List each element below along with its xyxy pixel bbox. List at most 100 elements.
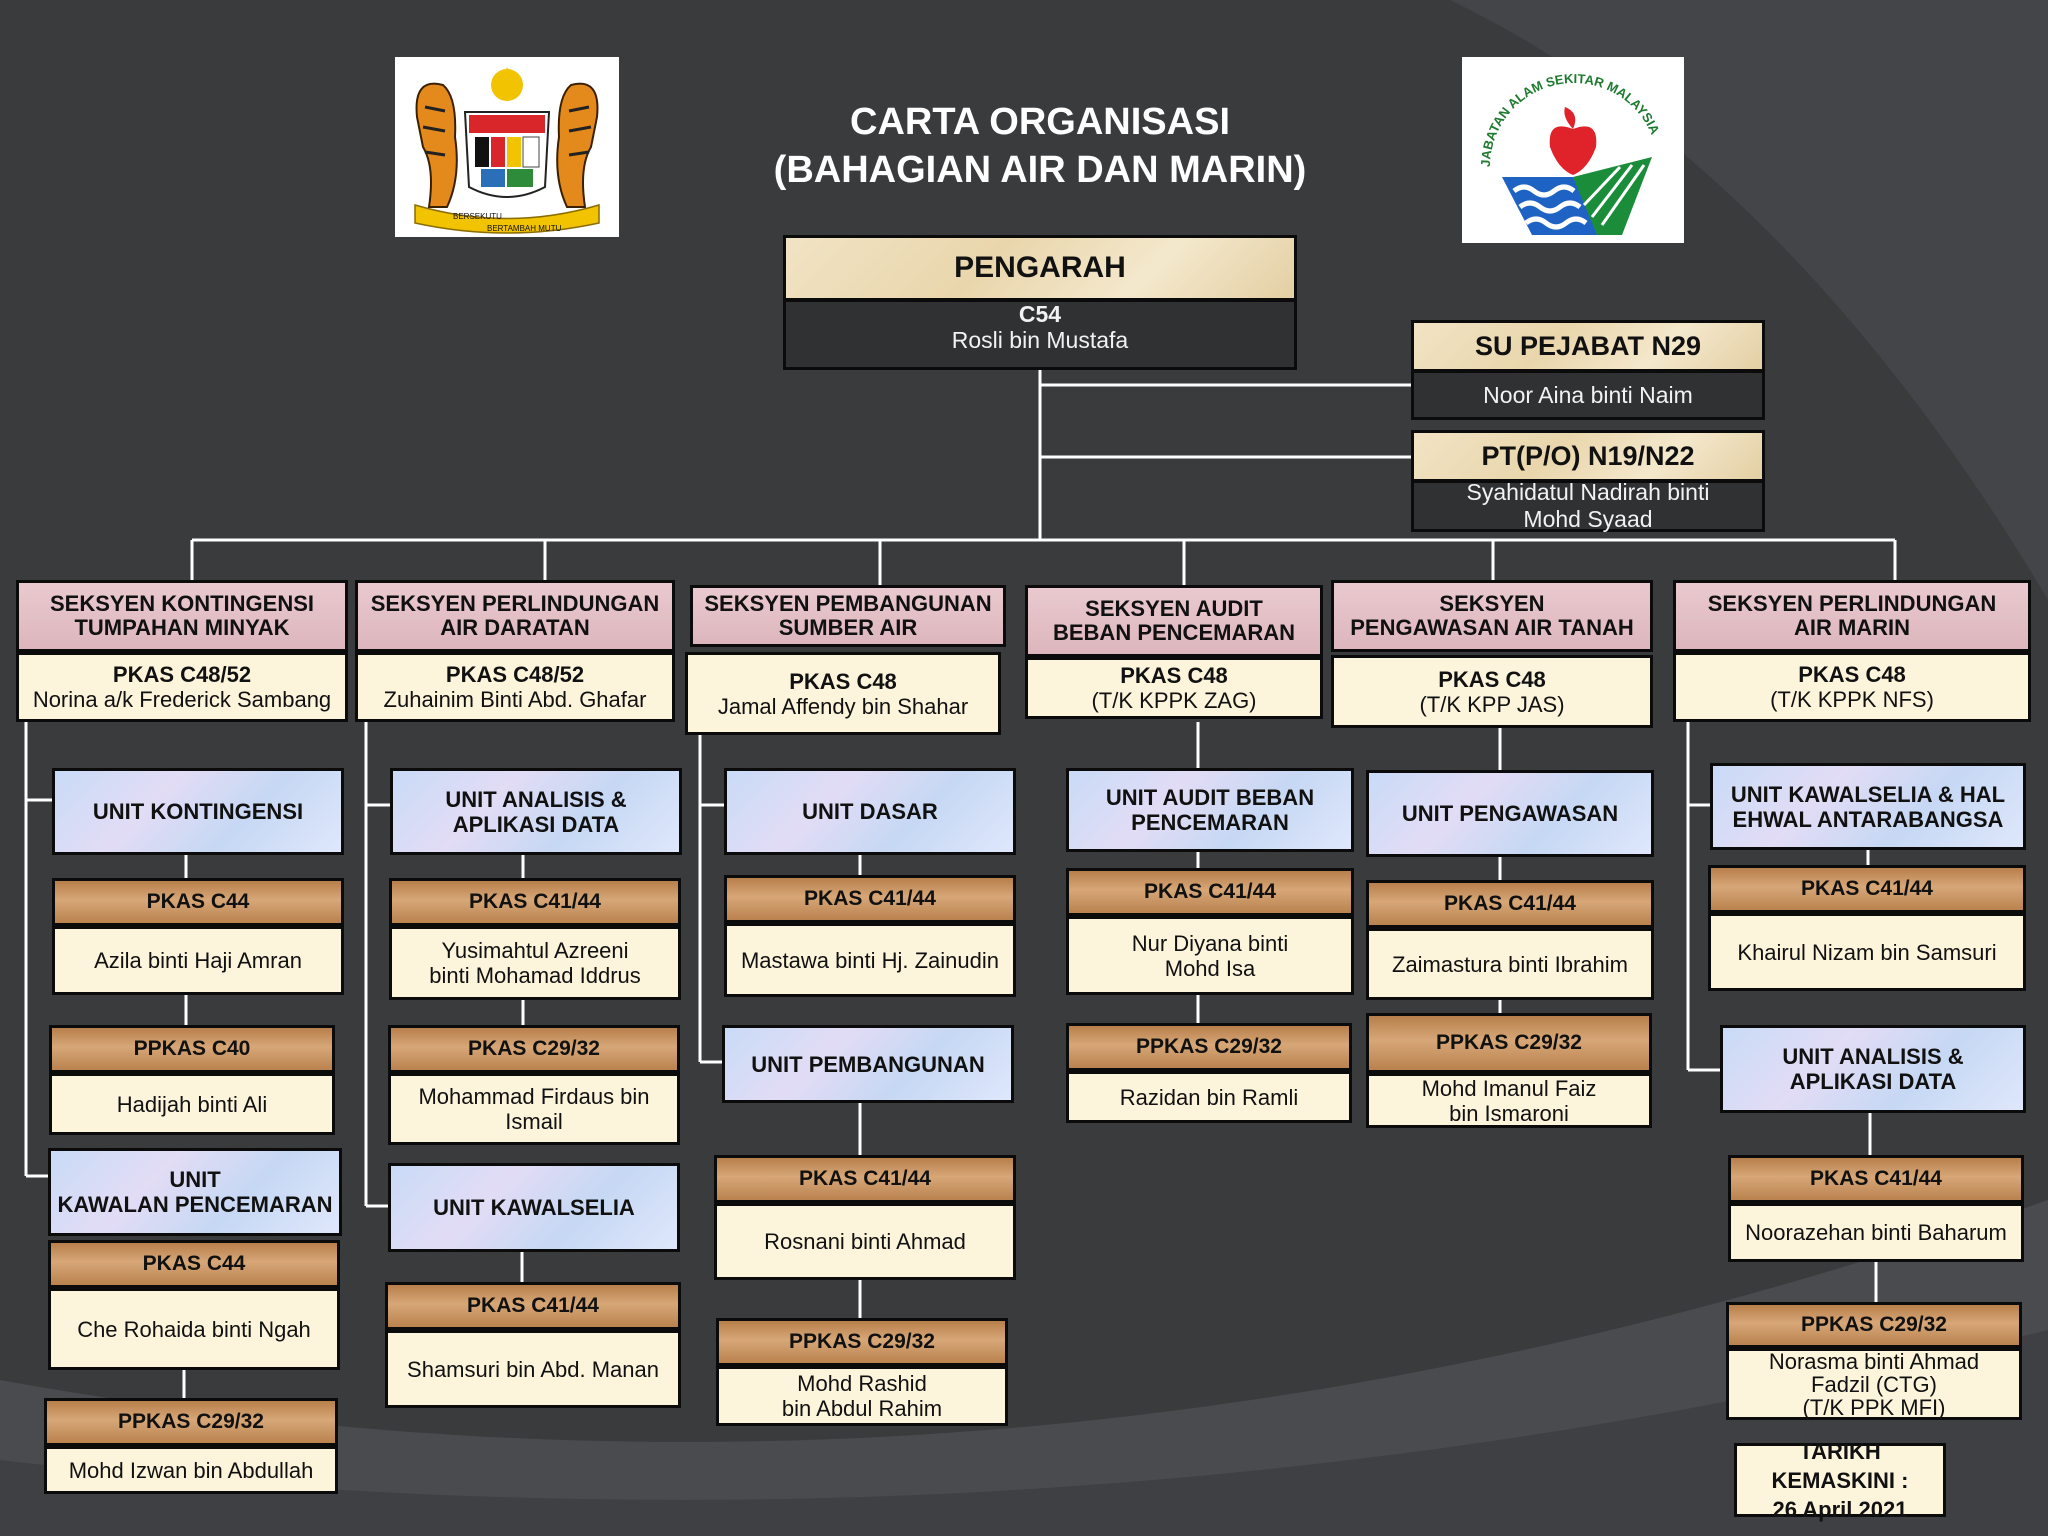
staff-name-line-2: bin Abdul Rahim (781, 1396, 943, 1421)
staff-grade-box: PPKAS C40 (49, 1025, 335, 1073)
unit-pengawasan-label: UNIT PENGAWASAN (1401, 801, 1619, 826)
staff-name: Mohd Izwan bin Abdullah (68, 1457, 314, 1483)
staff-grade-box: PPKAS C29/32 (44, 1398, 338, 1446)
pt-name-line-1: Syahidatul Nadirah binti (1466, 479, 1710, 505)
staff-name-line-2: Ismail (505, 1109, 563, 1134)
staff-grade: PKAS C41/44 (799, 1167, 931, 1190)
staff-grade-box: PKAS C41/44 (1066, 868, 1354, 916)
staff-grade-box: PPKAS C29/32 (1726, 1302, 2022, 1348)
section-box: SEKSYEN PENGAWASAN AIR TANAH (1331, 580, 1653, 652)
coat-of-arms-logo: BERSEKUTU BERTAMBAH MUTU (395, 57, 619, 237)
update-date-value: 26 April 2021 (1772, 1496, 1908, 1522)
staff-name-box: Razidan bin Ramli (1066, 1071, 1352, 1123)
update-date-label: TARIKH KEMASKINI : (1771, 1438, 1909, 1493)
unit-kontingensi-box: UNIT KONTINGENSI (52, 768, 344, 855)
unit-analisis-marin-box: UNIT ANALISIS & APLIKASI DATA (1720, 1025, 2026, 1113)
staff-name-box: Khairul Nizam bin Samsuri (1708, 913, 2026, 991)
coat-of-arms-icon: BERSEKUTU BERTAMBAH MUTU (414, 67, 600, 234)
director-name: Rosli bin Mustafa (951, 327, 1129, 353)
su-pejabat-name: Noor Aina binti Naim (1483, 381, 1693, 408)
staff-grade-box: PKAS C29/32 (388, 1025, 680, 1073)
section-head-grade: PKAS C48/52 (112, 662, 252, 687)
staff-grade-box: PPKAS C29/32 (1366, 1013, 1652, 1073)
staff-name-line-1: Yusimahtul Azreeni (441, 938, 629, 963)
staff-name-line-1: Mohammad Firdaus bin (418, 1084, 650, 1109)
staff-grade: PPKAS C29/32 (1136, 1035, 1282, 1058)
staff-name-box: Mastawa binti Hj. Zainudin (724, 923, 1016, 997)
section-head-box: PKAS C48 (T/K KPPK NFS) (1673, 652, 2031, 722)
staff-grade-box: PKAS C41/44 (1366, 880, 1654, 928)
staff-name-line-2: binti Mohamad Iddrus (429, 963, 641, 988)
section-box: SEKSYEN PERLINDUNGAN AIR DARATAN (355, 580, 675, 652)
coat-of-arms-motto-a: BERSEKUTU (453, 212, 502, 221)
staff-grade: PPKAS C29/32 (1436, 1031, 1582, 1054)
staff-name-box: Azila binti Haji Amran (52, 926, 344, 995)
section-name-line-1: SEKSYEN AUDIT (1085, 596, 1263, 621)
unit-dasar-box: UNIT DASAR (724, 768, 1016, 855)
staff-grade: PKAS C41/44 (1810, 1167, 1942, 1190)
staff-name: Che Rohaida binti Ngah (77, 1316, 311, 1342)
section-head-grade: PKAS C48 (1798, 662, 1906, 687)
staff-name-line-2: bin Ismaroni (1449, 1100, 1569, 1126)
staff-name-box: Shamsuri bin Abd. Manan (385, 1330, 681, 1408)
staff-name: Zaimastura binti Ibrahim (1392, 951, 1628, 977)
section-name-line-2: SUMBER AIR (778, 615, 918, 640)
staff-name-box: Hadijah binti Ali (49, 1073, 335, 1135)
unit-pengawasan-box: UNIT PENGAWASAN (1366, 770, 1654, 857)
staff-name-box: Yusimahtul Azreeni binti Mohamad Iddrus (389, 926, 681, 1000)
section-name-line-1: SEKSYEN PERLINDUNGAN (370, 591, 660, 616)
staff-name-line-2: Fadzil (CTG) (1811, 1371, 1937, 1397)
staff-name-box: Che Rohaida binti Ngah (48, 1288, 340, 1370)
staff-name-line-1: Mohd Rashid (797, 1371, 927, 1396)
section-head-name: Jamal Affendy bin Shahar (717, 693, 969, 719)
section-head-name: (T/K KPPK NFS) (1770, 687, 1934, 712)
staff-name-line-1: Mohd Imanul Faiz (1421, 1075, 1597, 1101)
section-head-box: PKAS C48 Jamal Affendy bin Shahar (685, 652, 1001, 735)
section-name-line-1: SEKSYEN (1439, 591, 1545, 616)
unit-kawalan-pencemaran-line-1: UNIT (169, 1167, 221, 1192)
unit-audit-line-2: PENCEMARAN (1131, 810, 1289, 835)
unit-kawalselia-hal-ehwal-line-2: EHWAL ANTARABANGSA (1732, 806, 2004, 832)
staff-grade: PKAS C41/44 (467, 1294, 599, 1317)
pt-name-box: Syahidatul Nadirah binti Mohd Syaad (1411, 479, 1765, 532)
staff-name: Khairul Nizam bin Samsuri (1737, 939, 1997, 965)
staff-grade: PKAS C44 (142, 1252, 246, 1275)
staff-grade: PKAS C41/44 (469, 890, 601, 913)
staff-name-line-3: (T/K PPK MFI) (1802, 1394, 1946, 1420)
staff-name: Shamsuri bin Abd. Manan (407, 1356, 659, 1382)
unit-pembangunan-box: UNIT PEMBANGUNAN (722, 1025, 1014, 1103)
section-name-line-2: TUMPAHAN MINYAK (74, 615, 290, 640)
su-pejabat-name-box: Noor Aina binti Naim (1411, 370, 1765, 420)
jas-logo: JABATAN ALAM SEKITAR MALAYSIA (1462, 57, 1684, 243)
staff-name-box: Mohd Imanul Faiz bin Ismaroni (1366, 1073, 1652, 1128)
staff-grade-box: PKAS C44 (48, 1240, 340, 1288)
section-head-box: PKAS C48 (T/K KPP JAS) (1331, 655, 1653, 728)
staff-grade: PKAS C41/44 (804, 887, 936, 910)
staff-name: Azila binti Haji Amran (94, 948, 302, 973)
unit-analisis-line-1: UNIT ANALISIS & (445, 786, 627, 812)
staff-grade: PPKAS C29/32 (789, 1330, 935, 1353)
title-line-1: CARTA ORGANISASI (850, 101, 1230, 143)
staff-name: Rosnani binti Ahmad (764, 1229, 966, 1254)
section-head-box: PKAS C48/52 Norina a/k Frederick Sambang (16, 652, 348, 722)
section-head-grade: PKAS C48 (789, 668, 897, 694)
unit-kawalselia-box: UNIT KAWALSELIA (388, 1163, 680, 1252)
staff-name-line-1: Nur Diyana binti (1131, 930, 1289, 956)
staff-grade-box: PKAS C41/44 (1728, 1155, 2024, 1203)
unit-kawalan-pencemaran-line-2: KAWALAN PENCEMARAN (57, 1192, 333, 1217)
staff-grade: PKAS C41/44 (1801, 877, 1933, 900)
staff-name-box: Mohd Rashid bin Abdul Rahim (716, 1366, 1008, 1426)
director-title: PENGARAH (954, 251, 1126, 284)
staff-grade-box: PPKAS C29/32 (1066, 1023, 1352, 1071)
staff-grade-box: PKAS C41/44 (389, 878, 681, 926)
staff-grade-box: PPKAS C29/32 (716, 1318, 1008, 1366)
staff-grade-box: PKAS C41/44 (385, 1282, 681, 1330)
staff-grade-box: PKAS C41/44 (714, 1155, 1016, 1203)
unit-audit-box: UNIT AUDIT BEBAN PENCEMARAN (1066, 768, 1354, 852)
staff-name: Razidan bin Ramli (1119, 1084, 1299, 1110)
staff-name-box: Mohammad Firdaus bin Ismail (388, 1073, 680, 1145)
unit-analisis-box: UNIT ANALISIS & APLIKASI DATA (390, 768, 682, 855)
unit-kawalselia-hal-ehwal-line-1: UNIT KAWALSELIA & HAL (1730, 781, 2006, 807)
su-pejabat-title: SU PEJABAT N29 (1474, 330, 1702, 361)
